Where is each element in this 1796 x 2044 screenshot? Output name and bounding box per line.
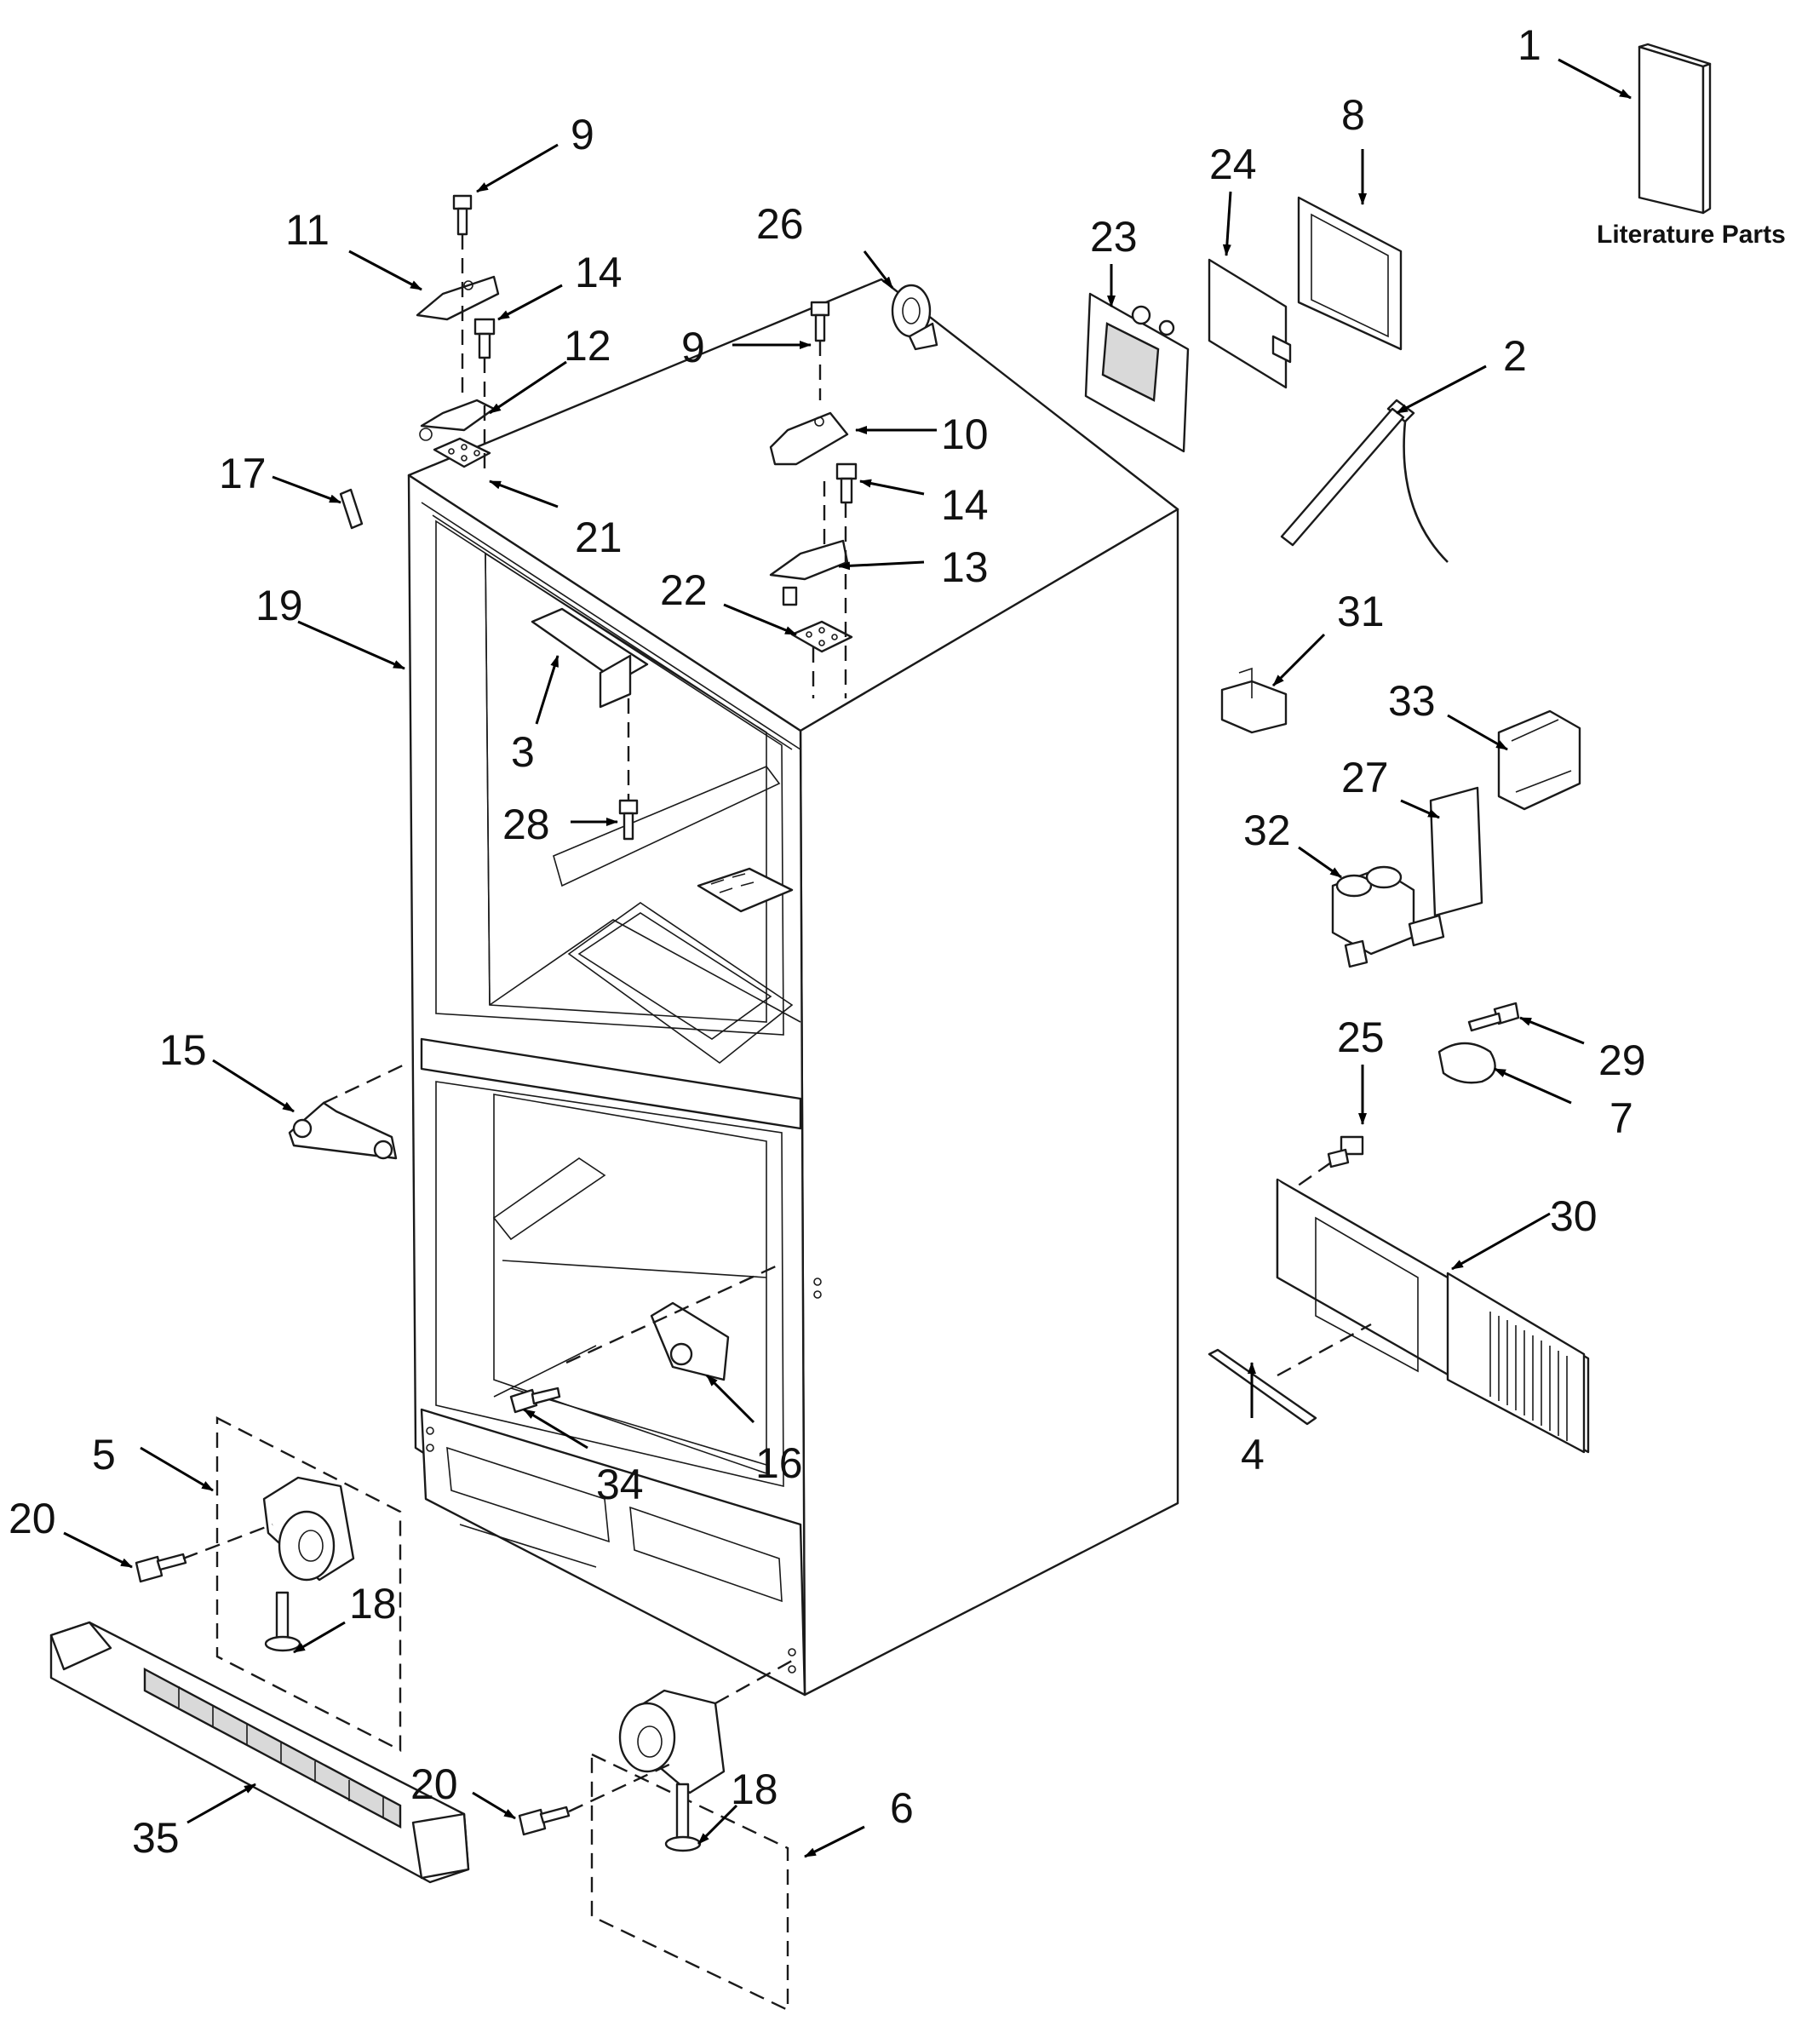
literature-parts-label: Literature Parts	[1597, 221, 1786, 249]
callout-18a: 18	[349, 1580, 397, 1628]
callout-18b: 18	[731, 1766, 778, 1813]
part-22-shim-top-right	[790, 620, 853, 653]
callout-14a: 14	[575, 249, 623, 296]
callout-labels: 1 Literature Parts 2 3 4 5 6 7 8 9 9 10 …	[9, 21, 1786, 1862]
callout-28: 28	[502, 801, 550, 848]
part-8-cover-frame	[1297, 196, 1403, 351]
part-20-screw-left	[135, 1553, 187, 1583]
callout-22: 22	[660, 566, 708, 614]
callout-3: 3	[511, 728, 535, 776]
callout-34: 34	[596, 1461, 644, 1508]
callout-11: 11	[285, 206, 330, 254]
part-4-seal-strip	[1208, 1348, 1317, 1426]
callout-27: 27	[1341, 754, 1389, 801]
part-34-screw	[509, 1387, 561, 1414]
callout-15: 15	[159, 1026, 207, 1074]
callout-25: 25	[1337, 1013, 1385, 1061]
callout-35: 35	[132, 1814, 180, 1862]
callout-30: 30	[1550, 1192, 1598, 1240]
part-16-hinge-bottom-center	[650, 1301, 730, 1381]
callout-32: 32	[1243, 807, 1291, 854]
callout-9b: 9	[681, 324, 705, 371]
part-14-screw-top-left	[473, 318, 496, 359]
callout-12: 12	[564, 322, 611, 370]
callout-13: 13	[941, 543, 989, 591]
part-10-hinge-cover-right	[769, 411, 849, 466]
part-33-bracket	[1497, 709, 1581, 811]
part-31-clip	[1220, 667, 1288, 734]
literature-parts-booklet	[1638, 43, 1712, 215]
part-6-roller-assembly-right	[590, 1689, 789, 2012]
callout-33: 33	[1388, 677, 1436, 725]
callout-1: 1	[1518, 21, 1541, 69]
part-30-access-panel	[1276, 1178, 1590, 1454]
callout-20a: 20	[9, 1495, 56, 1542]
callout-7: 7	[1610, 1094, 1633, 1142]
part-9-screw-top-left	[452, 194, 473, 236]
part-29-screw	[1467, 1002, 1520, 1032]
part-7-clamp	[1437, 1042, 1496, 1084]
callout-10: 10	[941, 411, 989, 458]
callout-6: 6	[890, 1784, 914, 1832]
cabinet-assembly	[407, 278, 1179, 1697]
part-15-hinge-bottom-left	[288, 1101, 398, 1160]
callout-16: 16	[755, 1439, 803, 1487]
part-18-leveling-leg-right	[664, 1783, 702, 1852]
leader-arrows	[63, 58, 1632, 1858]
part-26-light-assembly	[891, 284, 938, 351]
part-17-hinge-pin-clip	[339, 488, 364, 530]
part-9-screw-top-right	[810, 301, 830, 342]
part-27-cover	[1429, 786, 1483, 917]
part-35-toe-grille	[49, 1621, 470, 1884]
part-24-cover	[1208, 258, 1292, 389]
callout-29: 29	[1598, 1036, 1646, 1084]
callout-17: 17	[219, 450, 267, 497]
part-12-hinge-top-left	[419, 399, 496, 441]
callout-26: 26	[756, 200, 804, 248]
part-32-water-valve	[1331, 865, 1445, 968]
part-21-shim-top-left	[433, 437, 491, 468]
callout-24: 24	[1209, 141, 1257, 188]
part-20-screw-right	[518, 1806, 571, 1836]
callout-2: 2	[1503, 332, 1527, 380]
callout-21: 21	[575, 514, 623, 561]
part-11-hinge-cover	[416, 275, 500, 321]
part-28-screw	[618, 799, 639, 841]
part-14-screw-top-right	[835, 462, 858, 504]
callout-14b: 14	[941, 481, 989, 529]
callout-19: 19	[255, 582, 303, 629]
part-18-leveling-leg-left	[264, 1591, 301, 1652]
part-25-screw	[1327, 1135, 1364, 1168]
callout-20b: 20	[410, 1760, 458, 1808]
callout-23: 23	[1090, 213, 1138, 261]
part-23-control-board	[1084, 292, 1190, 453]
callout-9a: 9	[571, 111, 594, 158]
callout-31: 31	[1337, 588, 1385, 635]
callout-5: 5	[92, 1431, 116, 1478]
callout-4: 4	[1241, 1431, 1265, 1478]
callout-8: 8	[1341, 91, 1365, 139]
part-3-bracket	[531, 607, 649, 709]
part-2-water-tube	[1280, 399, 1449, 563]
part-5-roller-assembly-left	[215, 1416, 402, 1752]
